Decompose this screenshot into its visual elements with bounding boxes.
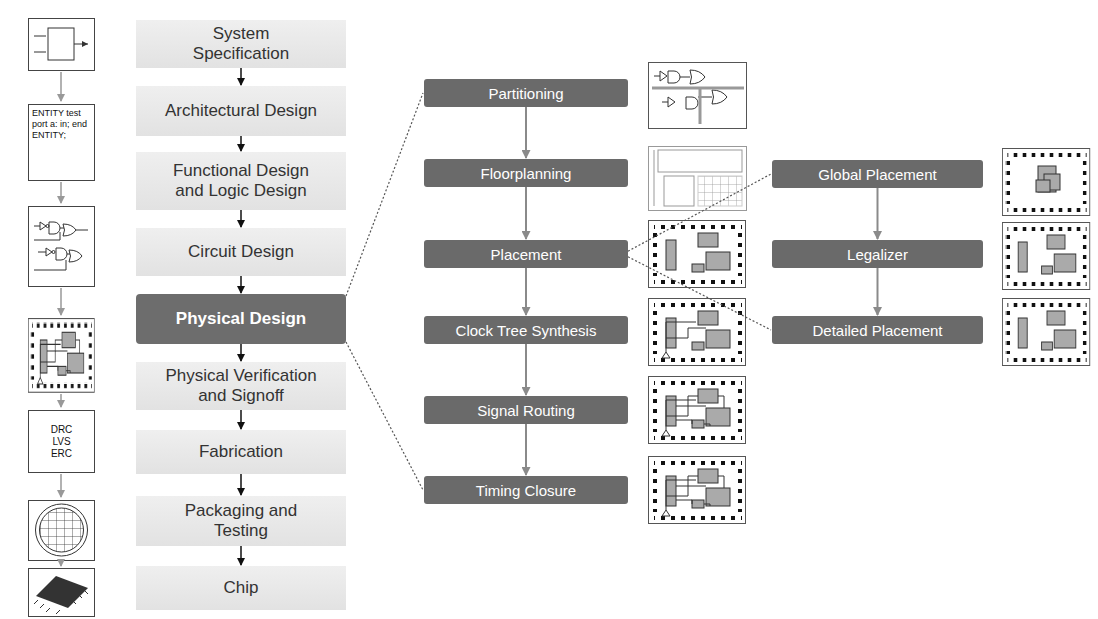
stage-band: Functional Design and Logic Design: [136, 152, 346, 210]
flow-arrow: [240, 344, 242, 361]
text-icon-box: ENTITY test port a: in; end ENTITY;: [28, 104, 95, 181]
flow-arrow: [240, 210, 242, 227]
zoom-leader: [346, 342, 423, 490]
step-box: Physical Design: [136, 294, 346, 344]
step-label: Functional Design and Logic Design: [159, 161, 324, 201]
step-box: Floorplanning: [424, 159, 628, 187]
step-box: Detailed Placement: [772, 316, 983, 344]
step-label: Timing Closure: [476, 482, 576, 499]
text-icon-box: DRC LVS ERC: [28, 410, 95, 473]
flow-arrow: [877, 268, 879, 315]
step-label: Circuit Design: [188, 242, 294, 262]
flow-arrow: [525, 268, 527, 315]
step-label: DRC LVS ERC: [47, 424, 77, 460]
stage-band: Packaging and Testing: [136, 496, 346, 546]
step-label: Partitioning: [488, 85, 563, 102]
step-label: Physical Design: [176, 309, 306, 329]
flow-arrow: [240, 276, 242, 293]
step-box: Signal Routing: [424, 396, 628, 424]
stage-band: Architectural Design: [136, 86, 346, 136]
stage-band: Fabrication: [136, 430, 346, 474]
step-box: Placement: [424, 240, 628, 268]
flow-arrow: [525, 424, 527, 475]
stage-band: Circuit Design: [136, 228, 346, 276]
step-label: System Specification: [176, 24, 306, 64]
flow-arrow: [525, 107, 527, 158]
stage-band: System Specification: [136, 20, 346, 68]
zoom-leader: [346, 93, 423, 296]
step-label: Fabrication: [199, 442, 283, 462]
step-label: Architectural Design: [165, 101, 317, 121]
flow-arrow: [240, 410, 242, 429]
flow-arrow: [240, 136, 242, 151]
step-label: Detailed Placement: [812, 322, 942, 339]
step-label: ENTITY test port a: in; end ENTITY;: [32, 108, 91, 141]
step-box: Global Placement: [772, 160, 983, 188]
step-label: Legalizer: [847, 246, 908, 263]
step-box: Legalizer: [772, 240, 983, 268]
step-label: Floorplanning: [481, 165, 572, 182]
step-label: Placement: [491, 246, 562, 263]
flow-arrow: [240, 474, 242, 495]
flow-arrow: [240, 68, 242, 85]
step-box: Timing Closure: [424, 476, 628, 504]
step-label: Packaging and Testing: [176, 501, 306, 541]
zoom-leader: [628, 257, 771, 330]
step-label: Global Placement: [818, 166, 936, 183]
step-label: Signal Routing: [477, 402, 575, 419]
step-label: Physical Verification and Signoff: [154, 366, 329, 406]
stage-band: Chip: [136, 566, 346, 610]
step-label: Clock Tree Synthesis: [456, 322, 597, 339]
step-box: Partitioning: [424, 79, 628, 107]
step-label: Chip: [224, 578, 259, 598]
flow-arrow: [525, 187, 527, 239]
flow-arrow: [877, 188, 879, 239]
flow-arrow: [240, 546, 242, 565]
step-box: Clock Tree Synthesis: [424, 316, 628, 344]
flow-arrow: [525, 344, 527, 395]
zoom-leader: [628, 174, 771, 251]
stage-band: Physical Verification and Signoff: [136, 362, 346, 410]
